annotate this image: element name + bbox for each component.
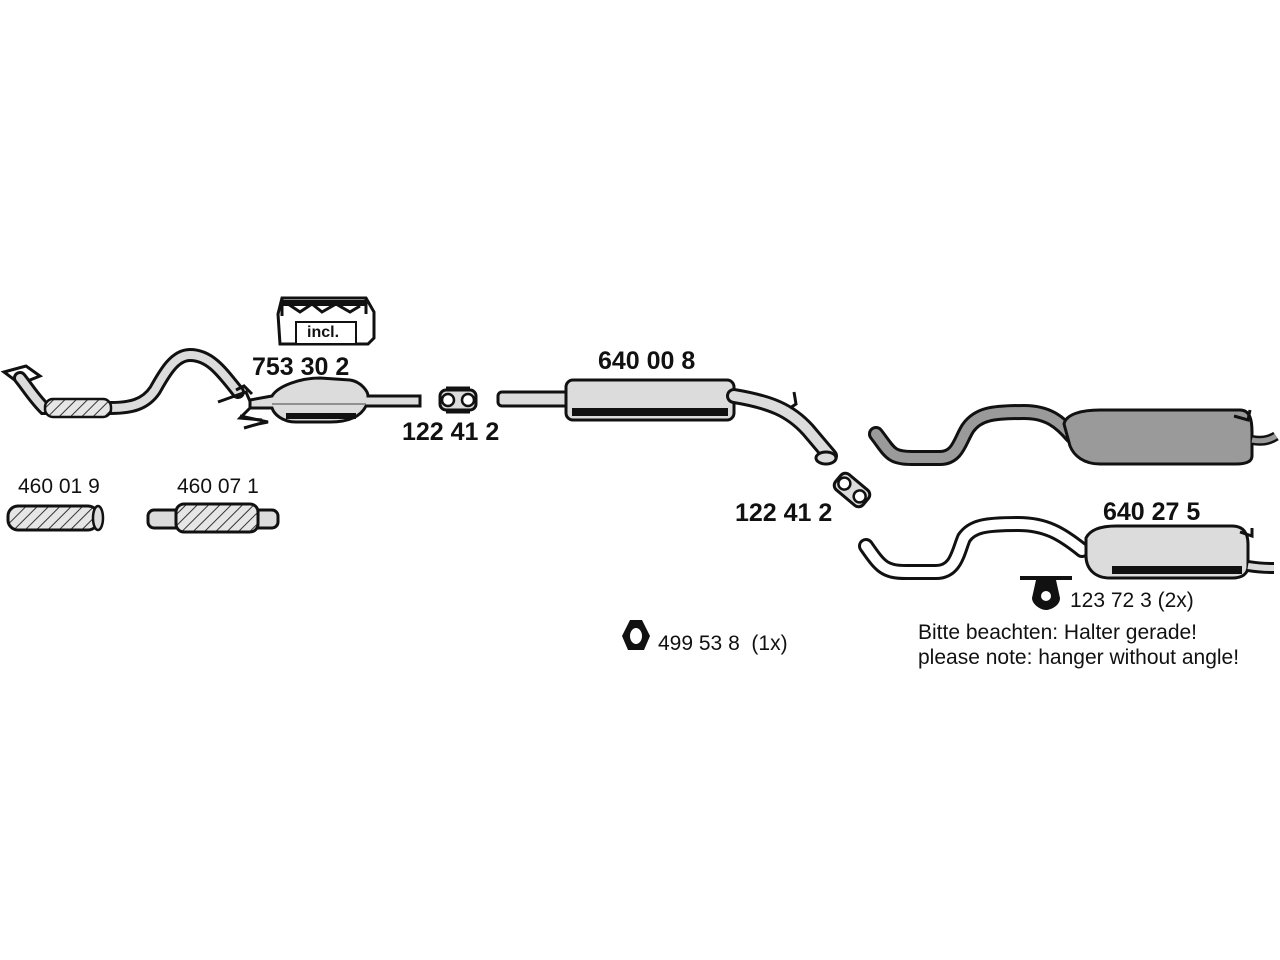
rear-silencer-shadow <box>868 403 1279 466</box>
front-silencer <box>496 378 838 466</box>
label-clamp-2: 122 41 2 <box>735 499 833 527</box>
label-front-silencer: 640 00 8 <box>598 347 696 375</box>
note-english: please note: hanger without angle! <box>918 646 1240 669</box>
flex-pipe-b <box>146 502 280 534</box>
hanger-rear <box>1020 576 1072 610</box>
label-flex-a: 460 01 9 <box>18 475 100 498</box>
label-hanger-rear: 123 72 3 (2x) <box>1070 589 1194 612</box>
clamp-2 <box>832 471 872 509</box>
front-pipe <box>0 347 245 419</box>
label-clamp-1: 122 41 2 <box>402 418 500 446</box>
label-flex-b: 460 07 1 <box>177 475 259 498</box>
note-german: Bitte beachten: Halter gerade! <box>918 621 1198 644</box>
flex-pipe-a <box>6 504 105 532</box>
rear-silencer <box>858 515 1275 580</box>
label-incl: incl. <box>307 324 340 341</box>
label-rear-silencer: 640 27 5 <box>1103 498 1201 526</box>
hanger-mid <box>622 620 650 650</box>
catalytic-converter <box>217 376 422 430</box>
gasket-kit-box <box>276 296 376 346</box>
label-catalyst: 753 30 2 <box>252 353 350 381</box>
label-hanger-mid: 499 53 8 (1x) <box>658 632 788 655</box>
clamp-1 <box>438 386 478 414</box>
